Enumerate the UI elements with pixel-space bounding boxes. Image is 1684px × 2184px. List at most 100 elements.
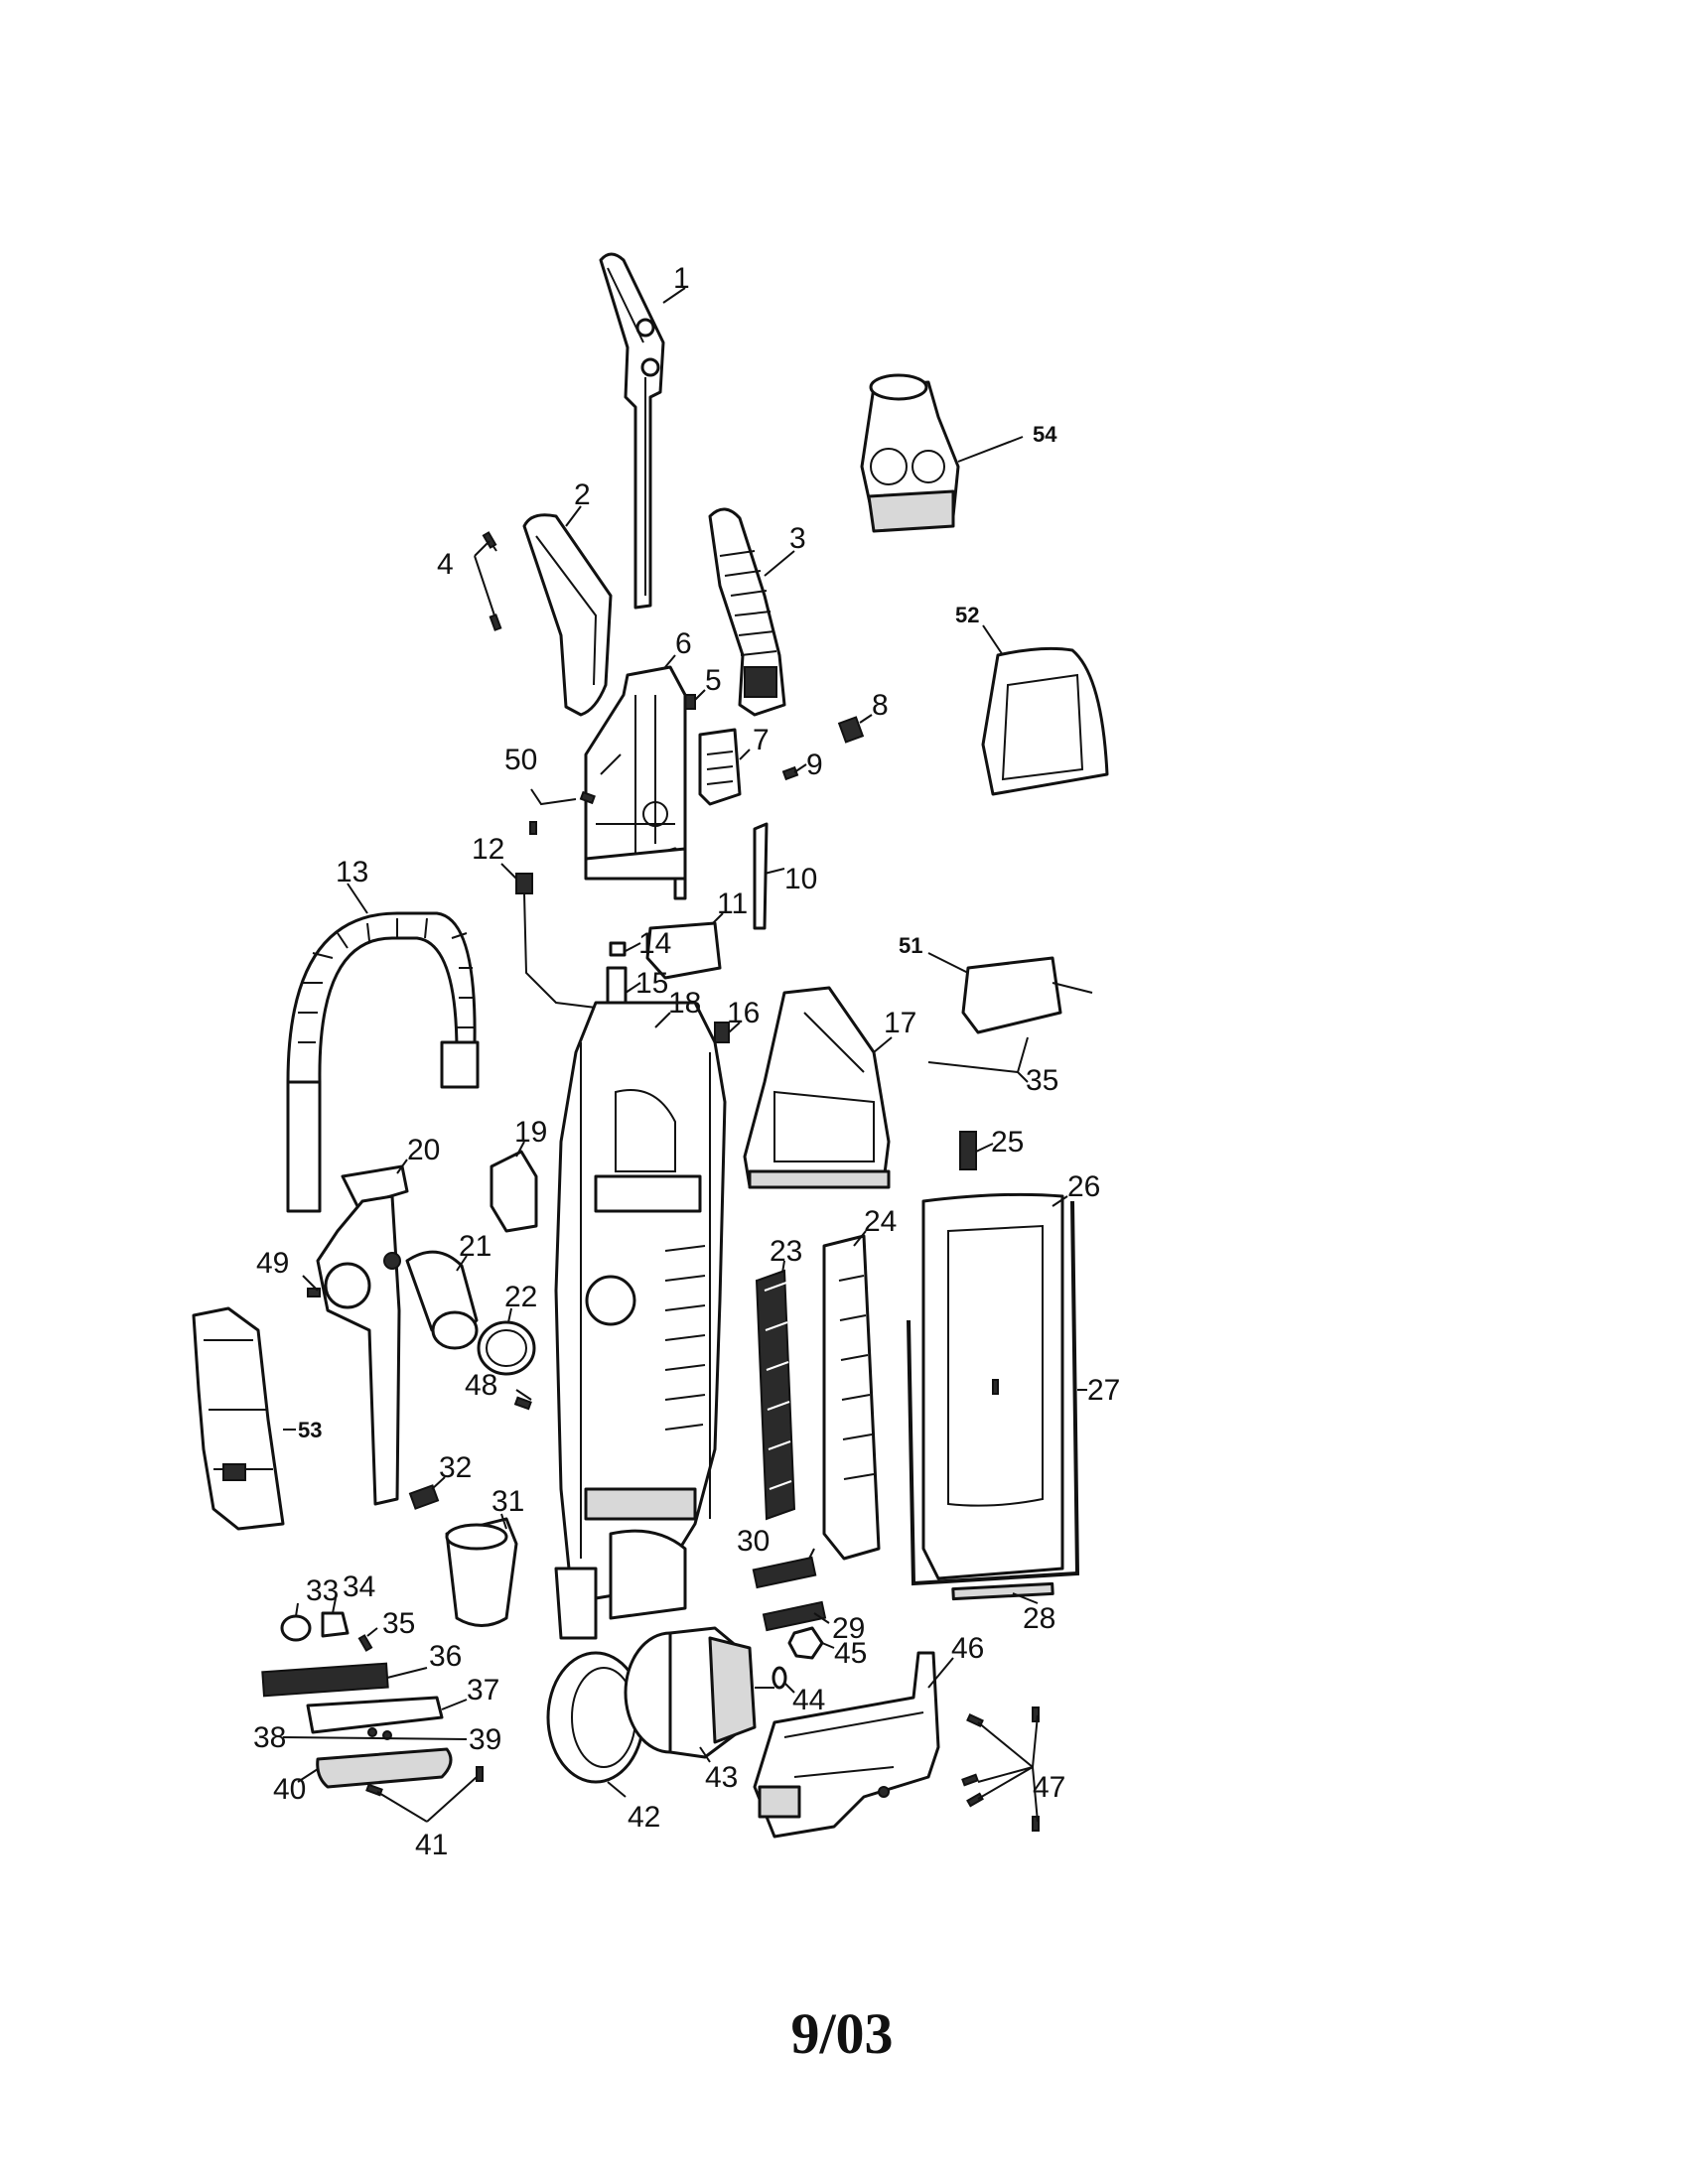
- part-17-cover: [743, 986, 891, 1189]
- callout-24: 24: [864, 1205, 897, 1238]
- callout-33: 33: [306, 1574, 339, 1607]
- callout-26: 26: [1067, 1170, 1100, 1203]
- callout-12: 12: [472, 833, 504, 866]
- callout-21: 21: [459, 1230, 491, 1263]
- callout-34: 34: [343, 1570, 375, 1603]
- callout-14: 14: [638, 927, 671, 960]
- main-body-housing: [554, 1001, 727, 1640]
- part-34-socket: [321, 1611, 350, 1638]
- part-44-washer: [772, 1666, 787, 1690]
- callout-15: 15: [635, 967, 668, 1000]
- callout-52: 52: [955, 603, 979, 627]
- callout-22: 22: [504, 1281, 537, 1313]
- callout-27: 27: [1087, 1374, 1120, 1407]
- part-45-nut: [787, 1626, 824, 1660]
- part-27-seal: [907, 1200, 1080, 1586]
- callout-54: 54: [1033, 422, 1057, 447]
- part-26-door: [921, 1192, 1064, 1580]
- part-52-panel: [981, 646, 1109, 796]
- callout-labels: 1 2 3 4 5 6 7 8 9 10 11 12 13 14 15 16 1…: [253, 262, 1120, 1861]
- callout-6: 6: [675, 627, 692, 660]
- callout-37: 37: [467, 1674, 499, 1706]
- part-29-pad: [762, 1600, 827, 1632]
- part-8-latch: [837, 716, 865, 744]
- part-4-screws: [482, 531, 502, 631]
- part-36-brushroll: [261, 1662, 389, 1698]
- part-54-turbo-tool: [860, 373, 960, 533]
- callout-46: 46: [951, 1632, 984, 1665]
- part-35-screw: [357, 1634, 373, 1652]
- leader-lines: [282, 287, 1093, 1823]
- part-28-strip: [951, 1581, 1054, 1601]
- callout-38: 38: [253, 1721, 286, 1754]
- part-46-base-housing: [753, 1651, 940, 1839]
- part-33-bulb: [280, 1614, 312, 1642]
- callout-48: 48: [465, 1369, 497, 1402]
- callout-36: 36: [429, 1640, 462, 1673]
- callout-31: 31: [491, 1485, 524, 1518]
- callout-50: 50: [504, 744, 537, 776]
- callout-4: 4: [437, 548, 454, 581]
- callout-5: 5: [705, 664, 722, 697]
- callout-30: 30: [737, 1525, 770, 1558]
- part-1-handle: [599, 252, 665, 610]
- callout-41: 41: [415, 1829, 448, 1861]
- callout-51: 51: [899, 933, 922, 958]
- callout-47: 47: [1033, 1771, 1065, 1804]
- part-13-hose: [286, 911, 480, 1213]
- callout-23: 23: [770, 1235, 802, 1268]
- callout-29: 29: [832, 1612, 865, 1645]
- part-24-grille: [822, 1234, 881, 1561]
- part-3-ribbed-wrap: [708, 507, 786, 717]
- part-32-clip: [408, 1484, 440, 1510]
- callout-35-b: 35: [1026, 1064, 1058, 1097]
- part-10-cord-clip: [753, 822, 769, 930]
- part-43-motor: [624, 1626, 774, 1759]
- callout-45: 45: [834, 1637, 867, 1670]
- part-41-screw-b: [476, 1766, 484, 1782]
- part-49-screw: [307, 1288, 321, 1297]
- callout-32: 32: [439, 1451, 472, 1484]
- callout-20: 20: [407, 1134, 440, 1166]
- part-31-cup: [445, 1517, 518, 1627]
- callout-25: 25: [991, 1126, 1024, 1159]
- callout-17: 17: [884, 1007, 916, 1039]
- callout-49: 49: [256, 1247, 289, 1280]
- callout-39: 39: [469, 1723, 501, 1756]
- callout-8: 8: [872, 689, 889, 722]
- callout-53: 53: [298, 1418, 322, 1442]
- part-40-bumper: [316, 1747, 453, 1789]
- callout-1: 1: [673, 262, 690, 295]
- part-37-plate: [306, 1696, 444, 1734]
- part-53-side-cover: [192, 1306, 285, 1531]
- callout-11: 11: [717, 887, 748, 920]
- callout-42: 42: [628, 1801, 660, 1834]
- callout-3: 3: [789, 522, 806, 555]
- part-21-elbow: [405, 1250, 479, 1350]
- callout-2: 2: [574, 478, 591, 511]
- callout-44: 44: [792, 1684, 825, 1716]
- callout-43: 43: [705, 1761, 738, 1794]
- part-23-filter: [755, 1269, 796, 1521]
- part-7-bracket: [698, 728, 742, 806]
- callout-35: 35: [382, 1607, 415, 1640]
- callout-7: 7: [753, 724, 770, 756]
- callout-13: 13: [336, 856, 368, 888]
- part-6-upper-housing: [584, 665, 687, 900]
- callout-19: 19: [514, 1116, 547, 1149]
- callout-10: 10: [784, 863, 817, 895]
- callout-28: 28: [1023, 1602, 1055, 1635]
- part-2-cord-wrap: [522, 513, 613, 717]
- part-12-switch: [515, 873, 597, 1009]
- date-code: 9/03: [790, 2001, 894, 2066]
- part-50-screw: [579, 790, 596, 805]
- callout-18: 18: [668, 987, 701, 1020]
- part-11-mount: [645, 921, 722, 980]
- part-19-latch: [490, 1150, 538, 1233]
- part-14-connector: [609, 941, 627, 957]
- callout-16: 16: [727, 997, 760, 1029]
- part-9-screw: [781, 765, 799, 781]
- callout-9: 9: [806, 749, 823, 781]
- part-50-screw-b: [529, 821, 537, 835]
